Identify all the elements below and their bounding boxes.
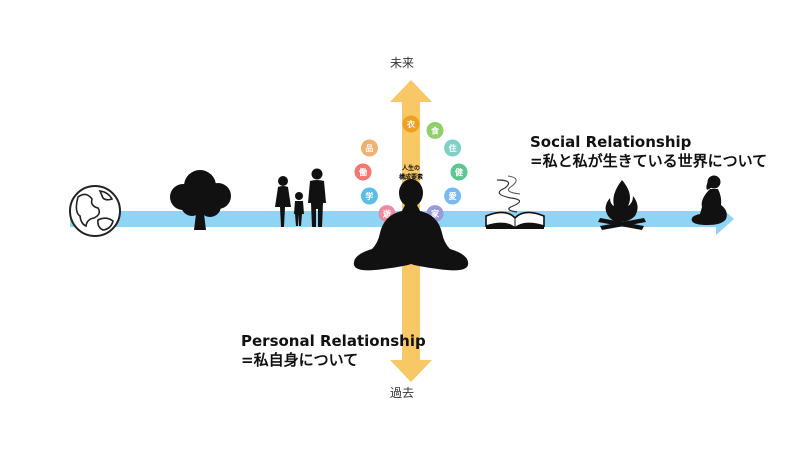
past-arrowhead	[390, 360, 432, 382]
campfire-icon	[598, 180, 646, 230]
tree-icon	[170, 170, 231, 230]
woman-sitting-icon	[691, 175, 727, 225]
life-element-9: 働	[354, 163, 372, 181]
family-icon	[275, 168, 326, 227]
social-relationship-block: Social Relationship =私と私が生きている世界について	[530, 133, 767, 171]
life-element-circle	[402, 115, 420, 133]
life-element-circle	[444, 139, 462, 157]
personal-relationship-title: Personal Relationship	[241, 332, 426, 350]
life-element-label: 衣	[407, 119, 415, 129]
life-element-label: 家	[431, 209, 440, 219]
life-element-label: 学	[365, 191, 373, 201]
life-element-label: 遊	[383, 209, 391, 219]
book-icon	[485, 175, 545, 230]
future-label: 未来	[390, 56, 415, 70]
ring-center-label-2: 構成要素	[399, 173, 423, 181]
life-element-label: 食	[431, 125, 440, 135]
globe-icon	[69, 185, 121, 237]
life-element-label: 健	[455, 167, 463, 177]
future-arrowhead	[390, 80, 432, 102]
life-element-4: 愛	[444, 187, 462, 205]
life-element-1: 食	[426, 121, 444, 139]
life-element-8: 学	[360, 187, 378, 205]
personal-relationship-subtitle: =私自身について	[241, 351, 359, 369]
life-element-label: 愛	[449, 191, 457, 201]
life-element-10: 品	[360, 139, 378, 157]
life-element-circle	[360, 187, 378, 205]
life-elements-ring: 人生の 構成要素 衣食住健愛家安遊学働品	[354, 115, 468, 229]
social-relationship-subtitle: =私と私が生きている世界について	[530, 152, 768, 170]
social-relationship-title: Social Relationship	[530, 133, 692, 151]
life-element-3: 健	[450, 163, 468, 181]
life-element-2: 住	[444, 139, 462, 157]
life-element-circle	[354, 163, 372, 181]
life-element-label: 品	[365, 144, 373, 153]
life-element-circle	[360, 139, 378, 157]
past-label: 過去	[390, 386, 415, 400]
personal-relationship-block: Personal Relationship =私自身について	[241, 332, 426, 370]
life-element-0: 衣	[402, 115, 420, 133]
life-element-circle	[450, 163, 468, 181]
ring-center-label-1: 人生の	[402, 164, 420, 172]
meditating-person-icon	[353, 179, 469, 271]
life-element-circle	[444, 187, 462, 205]
life-element-label: 働	[358, 167, 367, 177]
life-element-circle	[426, 121, 444, 139]
life-element-label: 住	[449, 143, 457, 153]
